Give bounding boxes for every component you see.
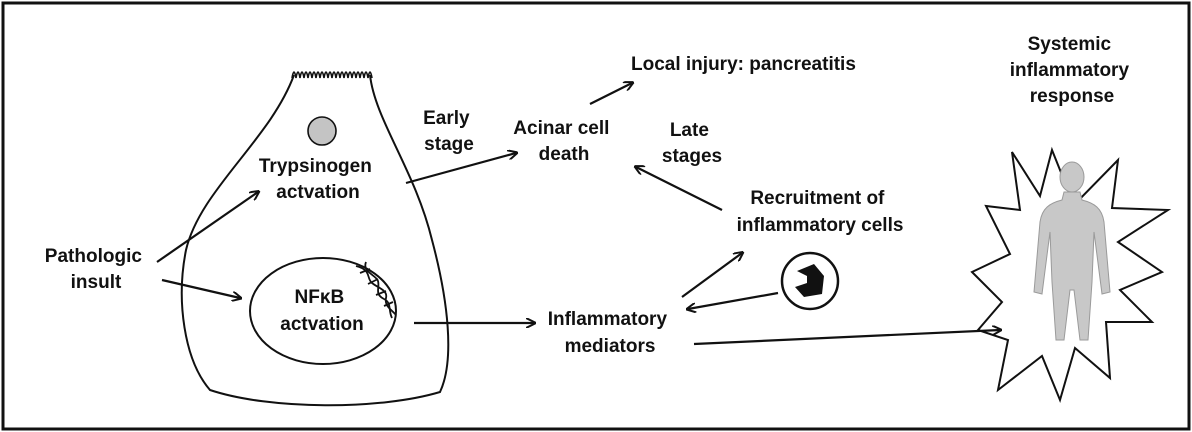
label-nfkb-line2: actvation <box>280 314 363 335</box>
label-acinar-line1: Acinar cell <box>513 118 609 139</box>
label-late-stages-line2: stages <box>662 146 722 167</box>
label-early-stage-line2: stage <box>424 134 474 155</box>
label-recruitment-line2: inflammatory cells <box>737 215 904 236</box>
label-nfkb-line1: NFκB <box>295 287 345 308</box>
label-systemic-line2: inflammatory <box>1010 60 1130 81</box>
inflammatory-cell-icon <box>782 253 838 309</box>
label-systemic-line1: Systemic <box>1028 34 1112 55</box>
label-mediators-line2: mediators <box>565 336 656 357</box>
label-trypsinogen-line2: actvation <box>276 182 359 203</box>
label-pathologic-insult-line2: insult <box>71 272 122 293</box>
label-late-stages-line1: Late <box>670 120 709 141</box>
label-early-stage-line1: Early <box>423 108 470 129</box>
label-trypsinogen-line1: Trypsinogen <box>259 156 372 177</box>
label-pathologic-insult-line1: Pathologic <box>45 246 143 267</box>
label-mediators-line1: Inflammatory <box>548 309 668 330</box>
label-local-injury: Local injury: pancreatitis <box>631 54 856 75</box>
zymogen-granule-icon <box>308 117 336 145</box>
label-recruitment-line1: Recruitment of <box>750 188 885 209</box>
label-systemic-line3: response <box>1030 86 1114 107</box>
nucleus-ellipse <box>250 258 396 364</box>
label-acinar-line2: death <box>539 144 590 165</box>
